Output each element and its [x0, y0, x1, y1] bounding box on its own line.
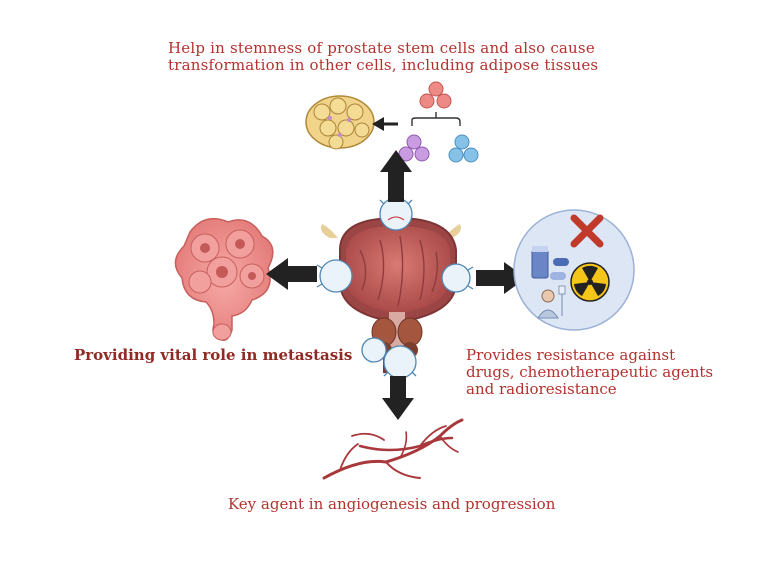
- label-resistance-line2: drugs, chemotherapeutic agents: [466, 363, 714, 381]
- bladder-prostate-icon: [321, 216, 461, 373]
- label-resistance-line3: and radioresistance: [466, 380, 617, 398]
- arrow-left: [266, 258, 317, 290]
- label-stemness-line1: Help in stemness of prostate stem cells …: [168, 39, 595, 57]
- label-resistance-line1: Provides resistance against: [466, 346, 676, 364]
- arrow-up: [380, 150, 412, 202]
- label-metastasis: Providing vital role in metastasis: [74, 346, 353, 364]
- arrow-down: [382, 376, 414, 420]
- label-angiogenesis: Key agent in angiogenesis and progressio…: [228, 495, 556, 513]
- close-icon: [570, 214, 604, 248]
- label-stemness-line2: transformation in other cells, including…: [168, 56, 599, 74]
- adipose-tissue-icon: [305, 95, 375, 150]
- metastasis-cells-icon: [174, 217, 274, 342]
- label-resistance: Provides resistance against drugs, chemo…: [466, 347, 756, 398]
- label-stemness: Help in stemness of prostate stem cells …: [168, 40, 648, 74]
- vesicle-markers: [316, 193, 474, 379]
- stem-cells-icon: [398, 81, 479, 163]
- drug-resistance-icon: [513, 209, 635, 331]
- blood-vessel-icon: [322, 418, 464, 480]
